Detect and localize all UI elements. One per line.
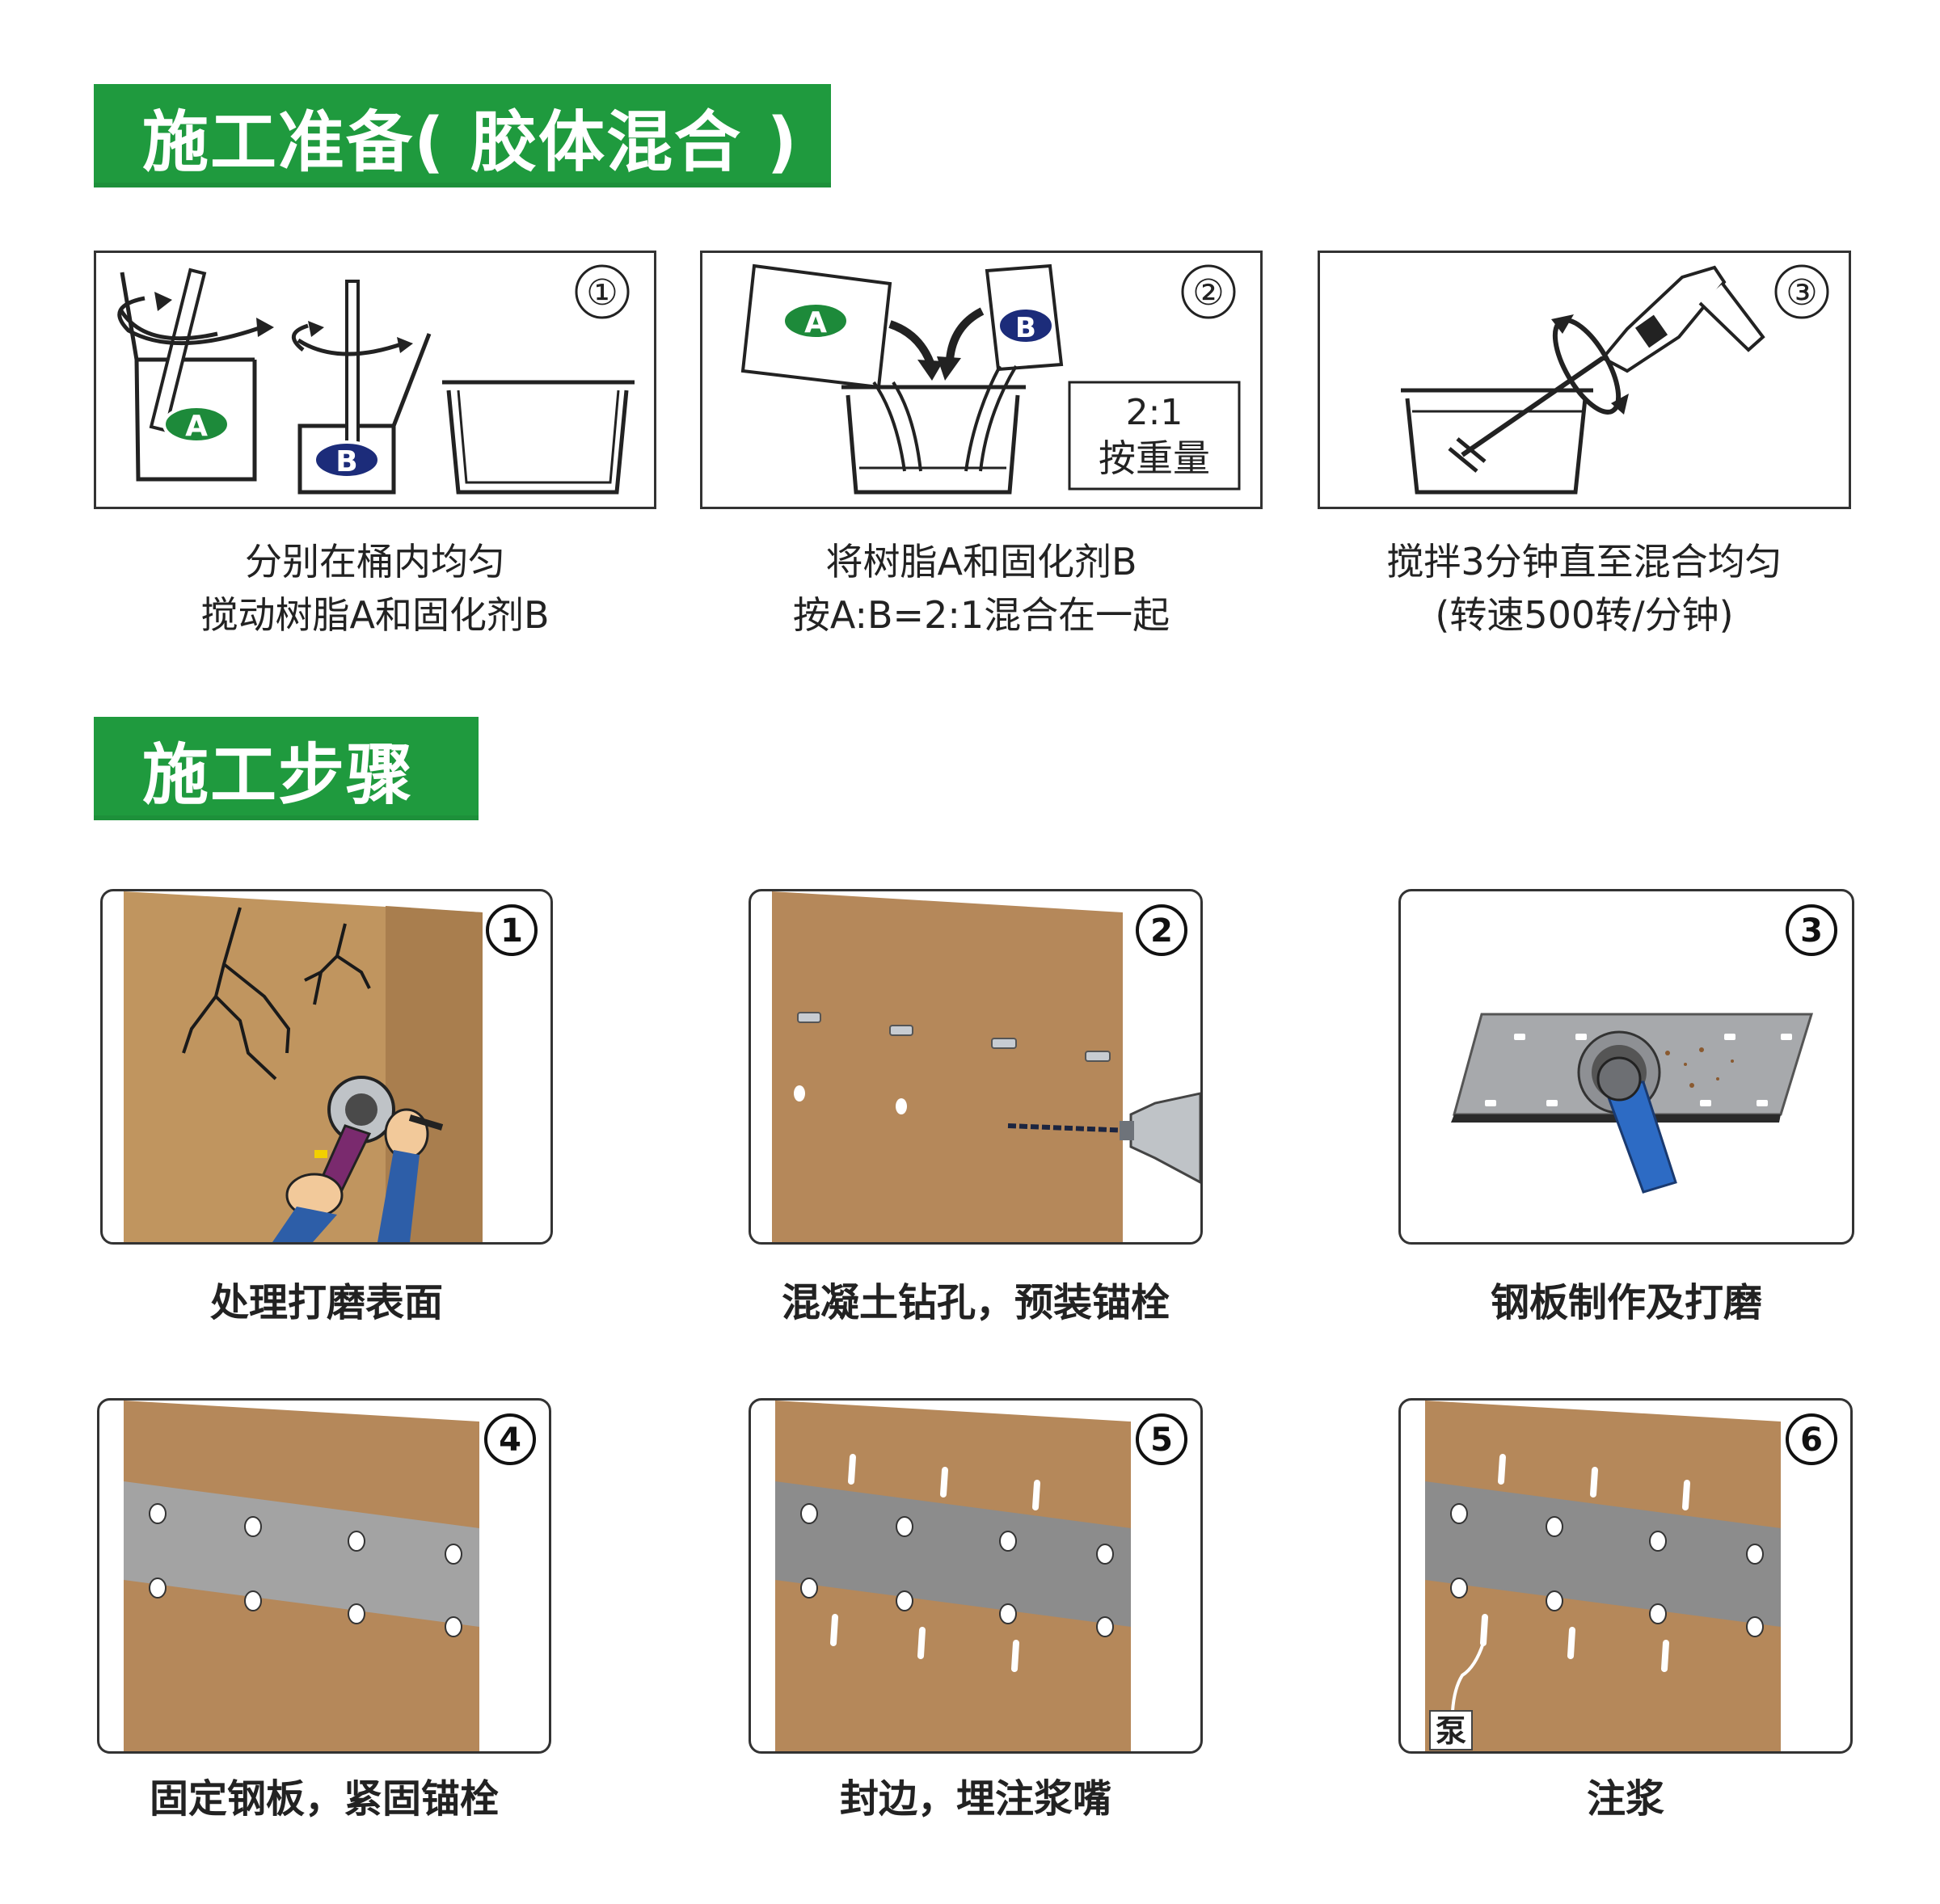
step-number: 6 [1800,1422,1823,1459]
step-panel-3: 3 [1398,889,1854,1245]
step-number: 1 [500,912,523,950]
label-a: A [185,410,208,443]
step-caption-5: 封边，埋注浆嘴 [839,1776,1111,1822]
ratio-value: 2:1 [1126,392,1183,433]
step-number: 4 [499,1422,521,1459]
step-panel-6: 泵 6 [1398,1398,1853,1754]
step-caption-2: 混凝土钻孔，预装锚栓 [781,1280,1170,1325]
svg-text:B: B [1015,312,1036,344]
step-1-illustration-grind-surface: 1 [124,891,538,1242]
svg-text:A: A [804,306,827,339]
pump-label: 泵 [1436,1713,1466,1749]
step-number: 3 [1800,912,1823,950]
label-b: B [335,445,357,478]
step-panel-5: 5 [749,1398,1203,1754]
prep-caption-1: 分别在桶内均匀 搅动树脂A和固化剂B [200,540,550,637]
step-caption-3: 钢板制作及打磨 [1490,1280,1762,1325]
step-number: 2 [1150,912,1173,950]
prep-section-title: 施工准备( 胶体混合 ) [142,103,799,181]
step-panel-2: 2 [749,889,1203,1245]
step-4-illustration-fix-steel-plate: 4 [124,1401,536,1751]
prep-panel-3: ③ [1318,251,1851,509]
prep-panel-2: A B 2:1 按重量 ② [700,251,1263,509]
ratio-unit: 按重量 [1099,436,1210,480]
prep-panel-1: A B ① [94,251,656,509]
step-caption-1: 处理打磨表面 [209,1280,443,1325]
step-caption-6: 注浆 [1586,1776,1664,1822]
prep-illustration-drill-mix: ③ [1401,264,1829,495]
prep-illustration-stir-buckets: A B ① [117,264,635,495]
prep-section-banner: 施工准备( 胶体混合 ) [94,84,831,187]
step-2-illustration-drill-anchors: 2 [772,891,1200,1242]
step-number: 5 [1150,1422,1173,1459]
steps-section-banner: 施工步骤 [94,717,479,820]
prep-panel-number: ① [586,272,618,314]
step-panel-1: 1 [100,889,553,1245]
step-6-illustration-grout-injection: 泵 6 [1425,1401,1837,1751]
prep-panel-number: ② [1192,272,1224,314]
prep-caption-2: 将树脂A和固化剂B 按A:B=2:1混合在一起 [792,540,1170,637]
step-panel-4: 4 [97,1398,551,1754]
steps-section-title: 施工步骤 [142,736,415,814]
prep-panel-number: ③ [1786,272,1817,314]
step-5-illustration-seal-edges: 5 [775,1401,1187,1751]
prep-illustration-pour-mix: A B 2:1 按重量 ② [740,263,1241,495]
step-3-illustration-steel-plate-grinding: 3 [1451,904,1837,1194]
step-caption-4: 固定钢板，紧固锚栓 [149,1776,499,1822]
prep-caption-3: 搅拌3分钟直至混合均匀 (转速500转/分钟) [1386,540,1782,637]
